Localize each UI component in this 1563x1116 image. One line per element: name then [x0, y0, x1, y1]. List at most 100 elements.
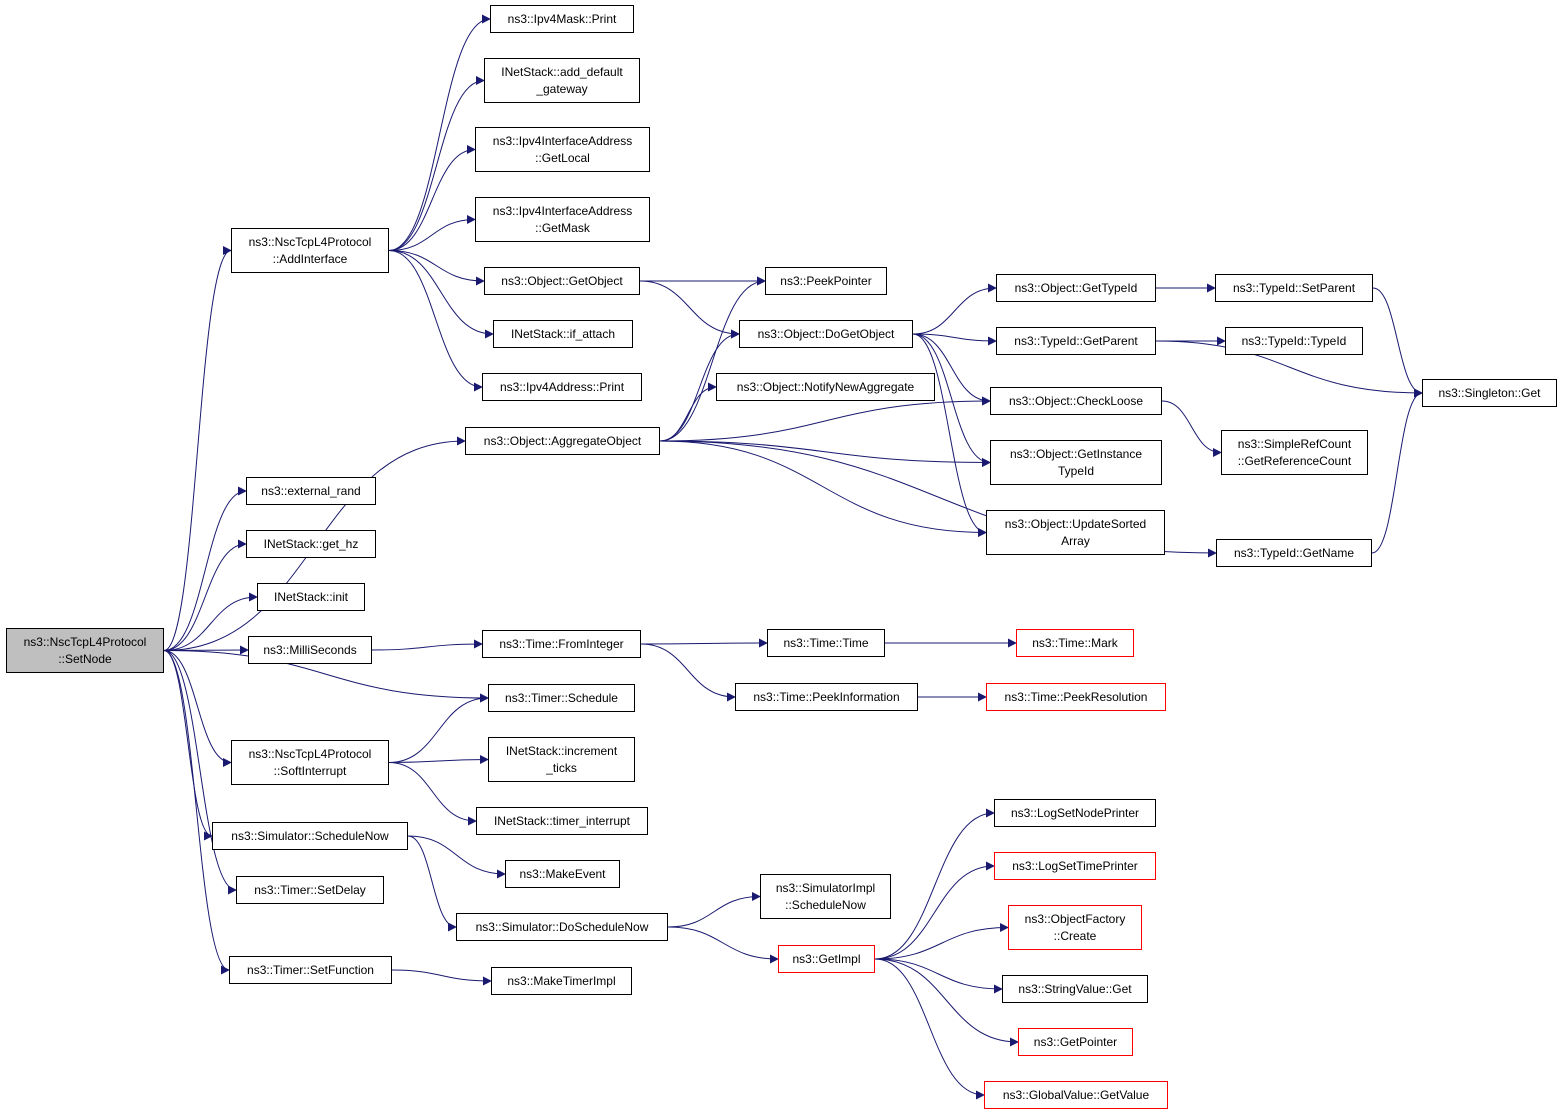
edge-setnode-to-timer_setfunction	[163, 650, 230, 975]
node-simulatorimpl_schedulenow[interactable]: ns3::SimulatorImpl::ScheduleNow	[760, 874, 891, 919]
node-typeid_getparent[interactable]: ns3::TypeId::GetParent	[996, 327, 1156, 355]
node-label-line: ::SetNode	[58, 651, 112, 666]
node-getlocal[interactable]: ns3::Ipv4InterfaceAddress::GetLocal	[475, 127, 650, 172]
node-typeid_setparent[interactable]: ns3::TypeId::SetParent	[1215, 274, 1373, 302]
node-getreferencecount[interactable]: ns3::SimpleRefCount::GetReferenceCount	[1221, 430, 1368, 475]
node-getimpl[interactable]: ns3::GetImpl	[778, 945, 875, 973]
node-label-line: ns3::Time::FromInteger	[499, 636, 624, 651]
edge-dogetobject-to-getinstancetypeid	[912, 333, 991, 467]
node-label-line: ::AddInterface	[272, 251, 348, 266]
edge-dogetobject-to-object_gettypeid	[912, 283, 997, 335]
node-label-line: ns3::Simulator::ScheduleNow	[231, 828, 389, 843]
node-stringvalue_get[interactable]: ns3::StringValue::Get	[1002, 975, 1148, 1003]
node-timer_setfunction[interactable]: ns3::Timer::SetFunction	[229, 956, 392, 984]
edge-addinterface-to-ipv4mask_print	[388, 14, 491, 251]
edge-doschedulenow-to-simulatorimpl_schedulenow	[667, 892, 761, 928]
edge-softinterrupt-to-timer_schedule	[388, 693, 489, 763]
node-init[interactable]: INetStack::init	[257, 583, 365, 611]
edge-getimpl-to-logsettimeprinter	[874, 861, 995, 960]
edge-getimpl-to-globalvalue_getvalue	[874, 958, 985, 1100]
node-label-line: ns3::Ipv4InterfaceAddress	[492, 203, 633, 218]
node-label-line: ns3::Object::GetTypeId	[1014, 280, 1138, 295]
edge-setnode-to-addinterface	[163, 246, 232, 651]
node-typeid_getname[interactable]: ns3::TypeId::GetName	[1216, 539, 1372, 567]
edge-doschedulenow-to-getimpl	[667, 926, 779, 964]
node-milliseconds[interactable]: ns3::MilliSeconds	[248, 636, 372, 664]
node-get_hz[interactable]: INetStack::get_hz	[246, 530, 376, 558]
node-getobject[interactable]: ns3::Object::GetObject	[484, 267, 640, 295]
node-label-line: ::GetReferenceCount	[1237, 453, 1352, 468]
edge-time_frominteger-to-peekinformation	[640, 643, 736, 702]
edge-addinterface-to-getmask	[388, 215, 476, 251]
node-typeid_typeid[interactable]: ns3::TypeId::TypeId	[1225, 327, 1363, 355]
edge-getimpl-to-logsetnodeprinter	[874, 808, 995, 960]
node-logsetnodeprinter[interactable]: ns3::LogSetNodePrinter	[994, 799, 1156, 827]
node-label-line: INetStack::increment	[505, 743, 618, 758]
node-addinterface[interactable]: ns3::NscTcpL4Protocol::AddInterface	[231, 228, 389, 273]
node-label-line: ns3::TypeId::GetParent	[1014, 333, 1138, 348]
node-doschedulenow[interactable]: ns3::Simulator::DoScheduleNow	[456, 913, 668, 941]
node-globalvalue_getvalue[interactable]: ns3::GlobalValue::GetValue	[984, 1081, 1168, 1109]
node-objectfactory_create[interactable]: ns3::ObjectFactory::Create	[1008, 905, 1142, 950]
node-peekinformation[interactable]: ns3::Time::PeekInformation	[735, 683, 918, 711]
node-timer_schedule[interactable]: ns3::Timer::Schedule	[488, 684, 635, 712]
edge-setnode-to-get_hz	[163, 539, 247, 651]
node-getmask[interactable]: ns3::Ipv4InterfaceAddress::GetMask	[475, 197, 650, 242]
node-softinterrupt[interactable]: ns3::NscTcpL4Protocol::SoftInterrupt	[231, 740, 389, 785]
node-timer_setdelay[interactable]: ns3::Timer::SetDelay	[236, 876, 384, 904]
edge-simulator_schedulenow-to-doschedulenow	[407, 835, 457, 932]
node-label-line: INetStack::get_hz	[263, 536, 359, 551]
node-dogetobject[interactable]: ns3::Object::DoGetObject	[739, 320, 913, 348]
node-label-line: ns3::GlobalValue::GetValue	[1002, 1087, 1150, 1102]
node-simulator_schedulenow[interactable]: ns3::Simulator::ScheduleNow	[212, 822, 408, 850]
edge-getimpl-to-objectfactory_create	[874, 923, 1009, 960]
edge-aggregateobject-to-notifynewaggregate	[659, 382, 717, 442]
edge-simulator_schedulenow-to-makeevent	[407, 835, 506, 879]
node-notifynewaggregate[interactable]: ns3::Object::NotifyNewAggregate	[716, 373, 935, 401]
node-label-line: ns3::Timer::SetDelay	[254, 882, 366, 897]
node-label-line: ns3::Simulator::DoScheduleNow	[475, 919, 649, 934]
edge-typeid_getparent-to-singleton_get	[1155, 340, 1423, 398]
node-ipv4mask_print[interactable]: ns3::Ipv4Mask::Print	[490, 5, 634, 33]
edge-setnode-to-init	[163, 592, 258, 651]
node-peekresolution[interactable]: ns3::Time::PeekResolution	[986, 683, 1166, 711]
edge-aggregateobject-to-getinstancetypeid	[659, 440, 991, 467]
node-object_gettypeid[interactable]: ns3::Object::GetTypeId	[996, 274, 1156, 302]
node-singleton_get[interactable]: ns3::Singleton::Get	[1422, 379, 1557, 407]
node-label-line: ns3::MakeEvent	[519, 866, 606, 881]
node-logsettimeprinter[interactable]: ns3::LogSetTimePrinter	[994, 852, 1156, 880]
node-if_attach[interactable]: INetStack::if_attach	[493, 320, 633, 348]
node-increment_ticks[interactable]: INetStack::increment_ticks	[488, 737, 635, 782]
node-label-line: ns3::MilliSeconds	[263, 642, 357, 657]
node-label-line: ns3::StringValue::Get	[1018, 981, 1132, 996]
node-checkloose[interactable]: ns3::Object::CheckLoose	[990, 387, 1162, 415]
node-time_time[interactable]: ns3::Time::Time	[767, 629, 885, 657]
node-label-line: ns3::Object::GetInstance	[1009, 446, 1143, 461]
node-label-line: ns3::GetPointer	[1033, 1034, 1118, 1049]
node-timer_interrupt[interactable]: INetStack::timer_interrupt	[476, 807, 648, 835]
node-label-line: ns3::MakeTimerImpl	[507, 973, 616, 988]
node-label-line: ns3::LogSetNodePrinter	[1010, 805, 1140, 820]
node-getpointer[interactable]: ns3::GetPointer	[1018, 1028, 1133, 1056]
node-ipv4address_print[interactable]: ns3::Ipv4Address::Print	[482, 373, 642, 401]
node-label-line: ns3::Time::Time	[783, 635, 869, 650]
node-label-line: ns3::NscTcpL4Protocol	[23, 634, 147, 649]
node-aggregateobject[interactable]: ns3::Object::AggregateObject	[465, 427, 660, 455]
node-label-line: ::Create	[1053, 928, 1097, 943]
node-time_mark[interactable]: ns3::Time::Mark	[1016, 629, 1134, 657]
node-maketimerimpl[interactable]: ns3::MakeTimerImpl	[491, 967, 632, 995]
node-peekpointer[interactable]: ns3::PeekPointer	[765, 267, 887, 295]
edge-getobject-to-dogetobject	[639, 280, 740, 339]
node-label-line: ns3::Ipv4Address::Print	[499, 379, 625, 394]
node-makeevent[interactable]: ns3::MakeEvent	[505, 860, 620, 888]
node-time_frominteger[interactable]: ns3::Time::FromInteger	[482, 630, 641, 658]
node-label-line: ::GetLocal	[535, 150, 590, 165]
edge-addinterface-to-if_attach	[388, 250, 494, 339]
edge-aggregateobject-to-peekpointer	[659, 276, 766, 442]
node-label-line: ns3::ObjectFactory	[1024, 911, 1126, 926]
node-add_default_gateway[interactable]: INetStack::add_default_gateway	[484, 58, 640, 103]
node-external_rand[interactable]: ns3::external_rand	[246, 477, 376, 505]
